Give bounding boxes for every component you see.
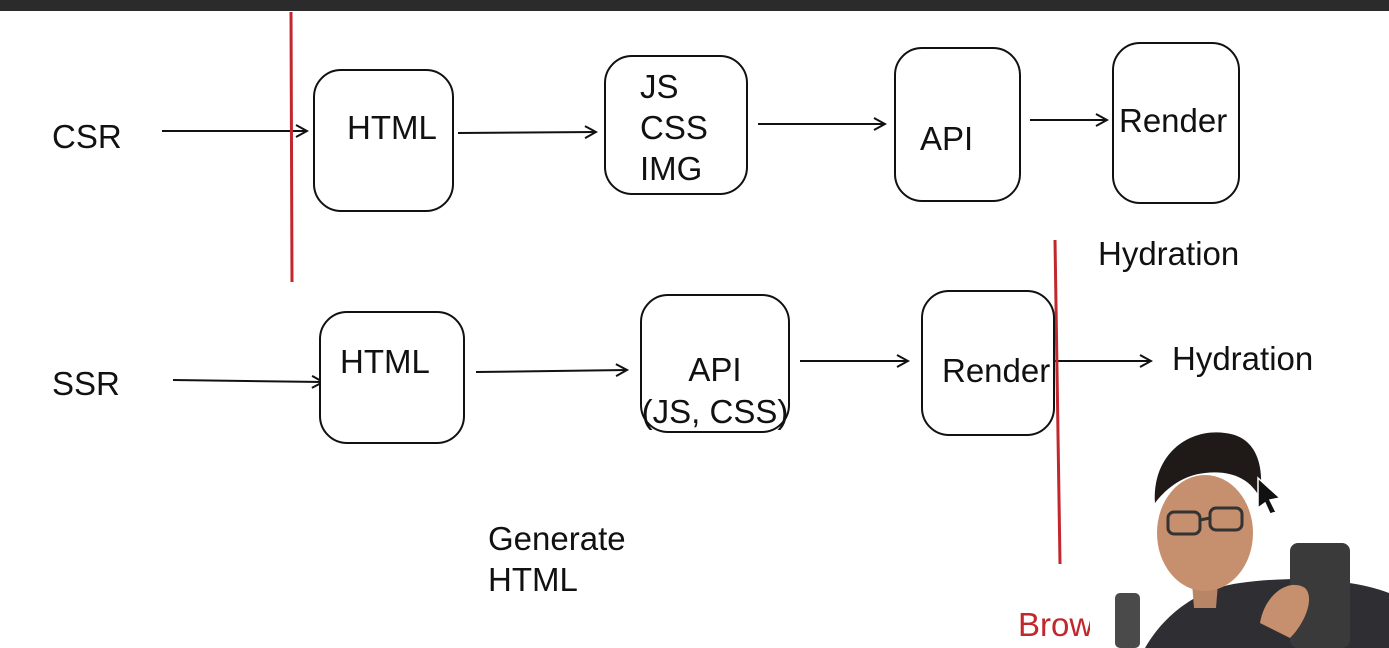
video-top-bar — [0, 0, 1389, 11]
mouse-cursor-icon — [1257, 476, 1282, 515]
csr-html-box — [313, 69, 454, 212]
ssr-api-text: API (JS, CSS) — [640, 349, 790, 433]
red-divider-ssr — [1053, 239, 1062, 565]
ssr-api-box — [640, 294, 790, 433]
ssr-render-text: Render — [942, 352, 1051, 389]
presenter-photo — [1115, 432, 1389, 648]
csr-html-text: HTML — [347, 109, 437, 146]
csr-assets-box — [604, 55, 748, 195]
ssr-hydration-result: Hydration — [1172, 340, 1314, 377]
presenter-webcam — [1090, 408, 1389, 648]
ssr-html-box — [319, 311, 465, 444]
red-divider-csr — [289, 11, 294, 283]
generate-line1: Generate — [488, 520, 626, 557]
ssr-render-box — [921, 290, 1055, 436]
generate-html-note: Generate HTML — [488, 518, 626, 600]
csr-api-text: API — [920, 120, 974, 157]
assets-css: CSS — [640, 109, 708, 146]
ssr-label: SSR — [52, 365, 120, 402]
assets-img: IMG — [640, 150, 703, 187]
csr-hydration-note: Hydration — [1098, 235, 1240, 272]
csr-render-box — [1112, 42, 1240, 204]
ssr-api-line2: (JS, CSS) — [641, 393, 789, 430]
ssr-api-line1: API — [688, 351, 742, 388]
generate-line2: HTML — [488, 561, 578, 598]
assets-js: JS — [640, 68, 679, 105]
csr-assets-text: JS CSS IMG — [640, 66, 708, 189]
arrow-html-to-api — [475, 370, 627, 372]
csr-label: CSR — [52, 118, 122, 155]
arrow-ssr-to-html — [172, 380, 323, 382]
csr-render-text: Render — [1119, 102, 1228, 139]
arrow-html-to-assets — [457, 132, 596, 133]
csr-api-box — [894, 47, 1021, 202]
ssr-html-text: HTML — [340, 343, 430, 380]
